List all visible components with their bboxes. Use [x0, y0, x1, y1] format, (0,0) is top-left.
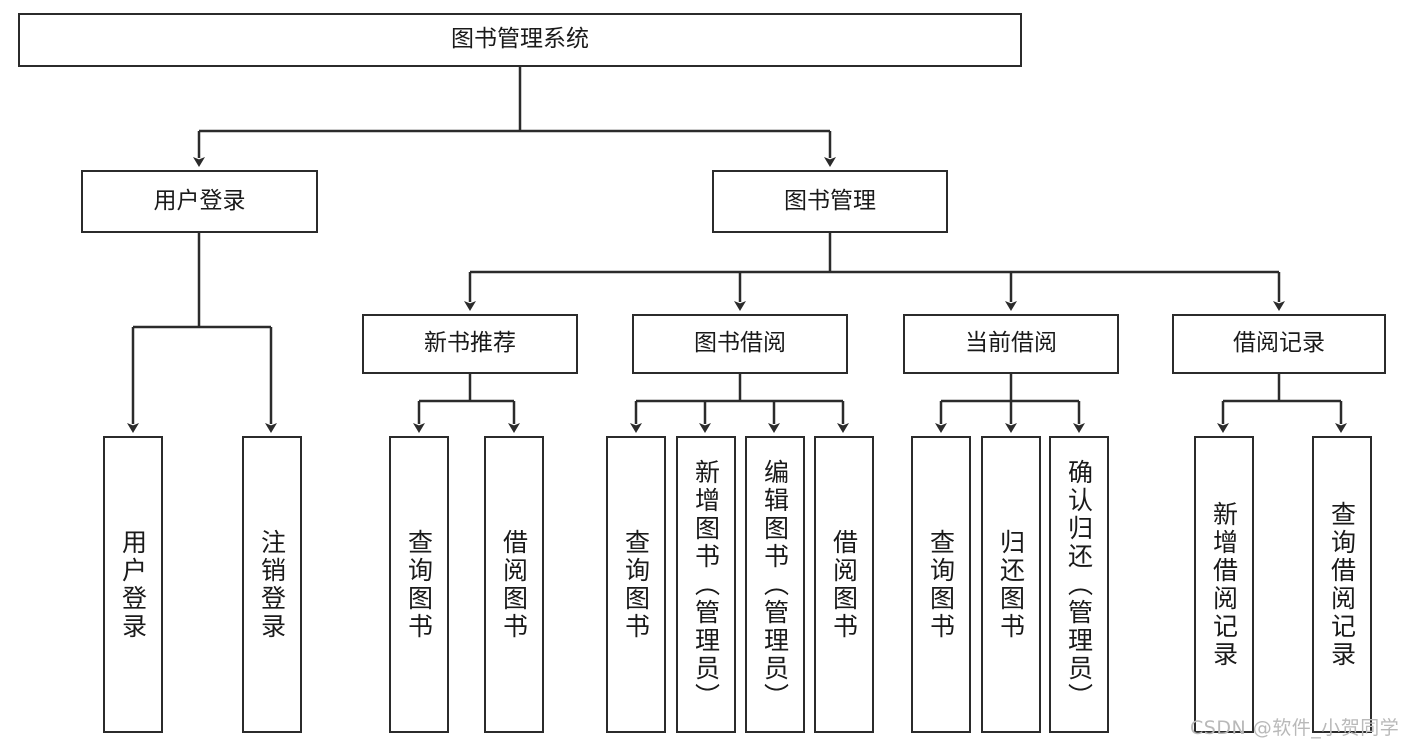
leaf-query-books-recommend[interactable]: 查询图书: [389, 436, 449, 733]
node-label: 查询图书: [404, 528, 434, 641]
leaf-user-login[interactable]: 用户登录: [103, 436, 163, 733]
leaf-logout[interactable]: 注销登录: [242, 436, 302, 733]
node-label: 确认归还（管理员）: [1064, 458, 1094, 711]
leaf-query-books-current[interactable]: 查询图书: [911, 436, 971, 733]
node-label: 新增图书（管理员）: [691, 458, 721, 711]
node-label: 查询图书: [621, 528, 651, 641]
leaf-add-borrow-record[interactable]: 新增借阅记录: [1194, 436, 1254, 733]
node-label: 用户登录: [118, 528, 148, 641]
node-new-book-recommendation[interactable]: 新书推荐: [362, 314, 578, 374]
node-book-management[interactable]: 图书管理: [712, 170, 948, 233]
node-label: 新增借阅记录: [1209, 500, 1239, 669]
node-label: 用户登录: [153, 187, 246, 214]
node-current-borrowing[interactable]: 当前借阅: [903, 314, 1119, 374]
node-label: 借阅记录: [1233, 330, 1325, 357]
node-label: 查询图书: [926, 528, 956, 641]
node-borrow-records[interactable]: 借阅记录: [1172, 314, 1386, 374]
node-label: 注销登录: [257, 528, 287, 641]
node-label: 图书管理系统: [451, 26, 589, 53]
node-root-book-management-system[interactable]: 图书管理系统: [18, 13, 1022, 67]
leaf-query-borrow-record[interactable]: 查询借阅记录: [1312, 436, 1372, 733]
node-label: 借阅图书: [499, 528, 529, 641]
leaf-return-books[interactable]: 归还图书: [981, 436, 1041, 733]
node-label: 新书推荐: [424, 330, 516, 357]
leaf-query-books-borrow[interactable]: 查询图书: [606, 436, 666, 733]
node-label: 当前借阅: [965, 330, 1057, 357]
node-label: 图书借阅: [694, 330, 786, 357]
leaf-add-book-admin[interactable]: 新增图书（管理员）: [676, 436, 736, 733]
node-label: 编辑图书（管理员）: [760, 458, 790, 711]
node-label: 借阅图书: [829, 528, 859, 641]
leaf-confirm-return-admin[interactable]: 确认归还（管理员）: [1049, 436, 1109, 733]
node-label: 查询借阅记录: [1327, 500, 1357, 669]
node-user-login[interactable]: 用户登录: [81, 170, 318, 233]
node-book-borrowing[interactable]: 图书借阅: [632, 314, 848, 374]
node-label: 归还图书: [996, 528, 1026, 641]
node-label: 图书管理: [784, 187, 876, 214]
leaf-edit-book-admin[interactable]: 编辑图书（管理员）: [745, 436, 805, 733]
watermark-text: CSDN @软件_小贺同学: [1190, 717, 1400, 739]
leaf-borrow-books-recommend[interactable]: 借阅图书: [484, 436, 544, 733]
leaf-borrow-books[interactable]: 借阅图书: [814, 436, 874, 733]
